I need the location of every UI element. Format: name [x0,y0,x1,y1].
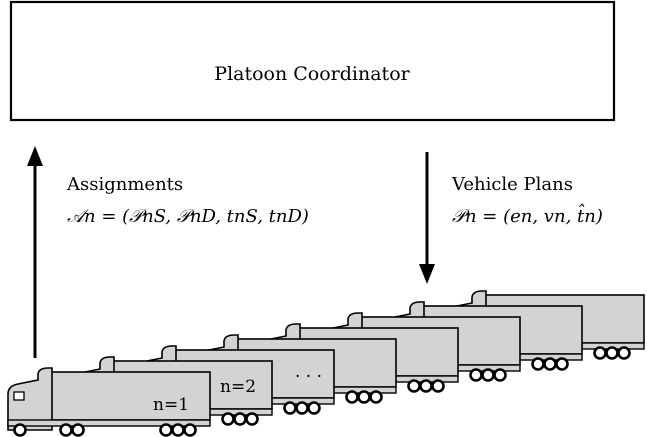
vehicle-plans-formula: 𝒫n = (en, vn, t̂n) [452,202,603,227]
assignments-formula: 𝒜n = (𝒫nS, 𝒫nD, tnS, tnD) [67,206,309,227]
coordinator-label: Platoon Coordinator [214,63,410,85]
vehicle-plans-formula-text: 𝒫n = (en, vn, t̂n) [452,202,603,227]
platoon-coordinator-box: Platoon Coordinator [9,0,616,122]
truck-label-2: n=2 [220,377,256,397]
truck-label-1: n=1 [153,395,189,415]
assignments-formula-text: 𝒜n = (𝒫nS, 𝒫nD, tnS, tnD) [67,206,309,227]
truck-label-ellipsis: · · · [295,367,322,387]
assignments-label: Assignments [66,174,183,195]
assignments-arrow [27,146,43,358]
vehicle-plans-arrow [419,152,435,284]
vehicle-plans-label: Vehicle Plans [451,174,573,195]
platoon-trucks [6,289,646,437]
